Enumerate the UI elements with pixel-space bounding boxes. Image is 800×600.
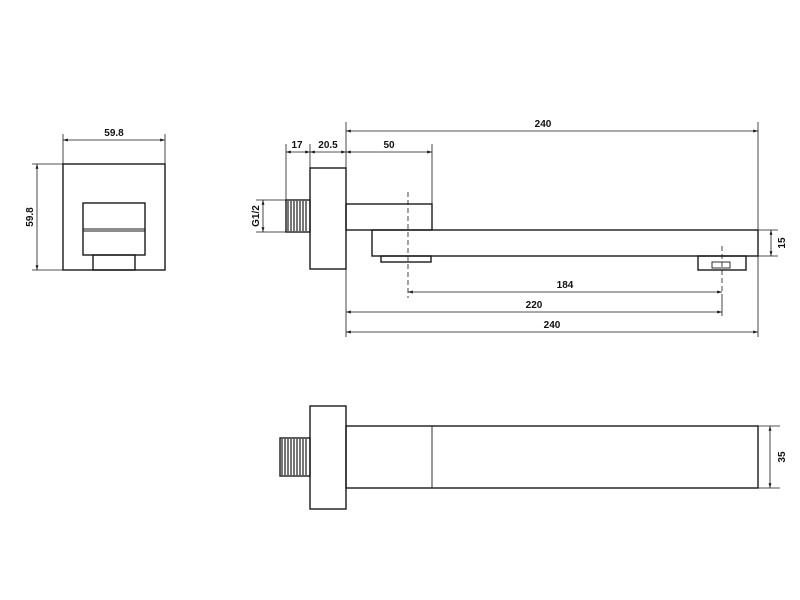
side-flange-label: 20.5 — [318, 140, 338, 151]
front-height-label: 59.8 — [25, 207, 36, 227]
side-outlet-label: 184 — [557, 280, 574, 291]
side-thread-label: G1/2 — [251, 205, 262, 227]
top-spout — [345, 425, 759, 489]
front-view: 59.8 59.8 — [25, 128, 166, 271]
side-thread-hatch — [287, 201, 307, 231]
front-outlet — [92, 254, 136, 271]
top-thread-hatch — [281, 439, 307, 475]
side-view: 17 20.5 50 240 G1/2 15 184 220 240 — [251, 119, 788, 337]
side-upper-arm — [345, 203, 433, 231]
front-escutcheon — [62, 163, 166, 271]
side-spout-base — [380, 255, 432, 263]
top-width-label: 35 — [777, 451, 788, 463]
side-arm-label: 50 — [383, 140, 395, 151]
side-length-220-label: 220 — [526, 300, 543, 311]
side-total-top-label: 240 — [535, 119, 552, 130]
side-spout-height-label: 15 — [777, 237, 788, 249]
side-flange — [309, 167, 347, 270]
top-flange — [309, 405, 347, 510]
front-width-label: 59.8 — [104, 128, 124, 139]
top-view: 35 — [279, 405, 788, 510]
side-spout — [371, 229, 759, 257]
side-total-bottom-label: 240 — [544, 320, 561, 331]
side-thread-length-label: 17 — [291, 140, 303, 151]
